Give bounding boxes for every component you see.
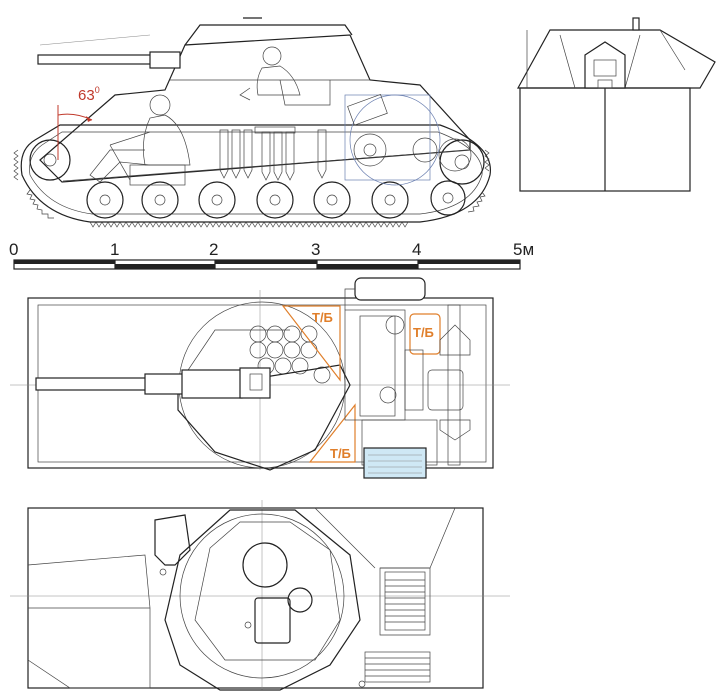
driver-figure <box>89 94 191 186</box>
engine-side <box>344 93 472 186</box>
angle-annotation: 630 <box>57 85 100 160</box>
side-view: 630 <box>13 17 491 228</box>
angle-label: 630 <box>78 85 100 104</box>
scale-label-2: 2 <box>209 240 218 259</box>
commander-figure <box>239 46 301 101</box>
track-outline <box>20 124 491 223</box>
radiator-top <box>363 447 427 479</box>
road-wheels <box>29 139 485 219</box>
ammo-rack-side <box>219 126 327 181</box>
gun-barrel-side <box>37 34 181 69</box>
engine-deck-grille-2 <box>364 651 431 683</box>
scale-label-4: 4 <box>412 240 421 259</box>
scale-bar: 0 1 2 3 4 5м <box>9 240 534 270</box>
fuel-tank-label-3: Т/Б <box>413 325 434 340</box>
fuel-tanks: Т/Б Т/Б Т/Б <box>281 305 441 463</box>
scale-label-0: 0 <box>9 240 18 259</box>
fuel-tank-label-1: Т/Б <box>312 310 333 325</box>
engine-top <box>344 277 471 466</box>
top-view-external <box>10 500 510 691</box>
gun-barrel-top <box>35 367 271 399</box>
scale-label-3: 3 <box>311 240 320 259</box>
fuel-tank-label-2: Т/Б <box>330 446 351 461</box>
front-view <box>516 17 716 192</box>
scale-label-5: 5м <box>513 240 534 259</box>
scale-label-1: 1 <box>110 240 119 259</box>
track-teeth <box>13 149 490 228</box>
top-view-internal: Т/Б Т/Б Т/Б <box>10 277 510 479</box>
engine-deck-grille-1 <box>384 571 426 631</box>
